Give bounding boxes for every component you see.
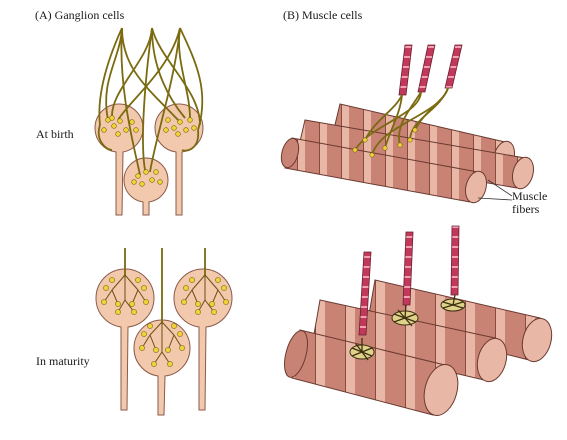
ganglion-at-birth [95, 28, 203, 215]
muscle-at-birth [278, 45, 536, 205]
ganglion-in-maturity [96, 248, 232, 415]
muscle-in-maturity [280, 226, 556, 419]
